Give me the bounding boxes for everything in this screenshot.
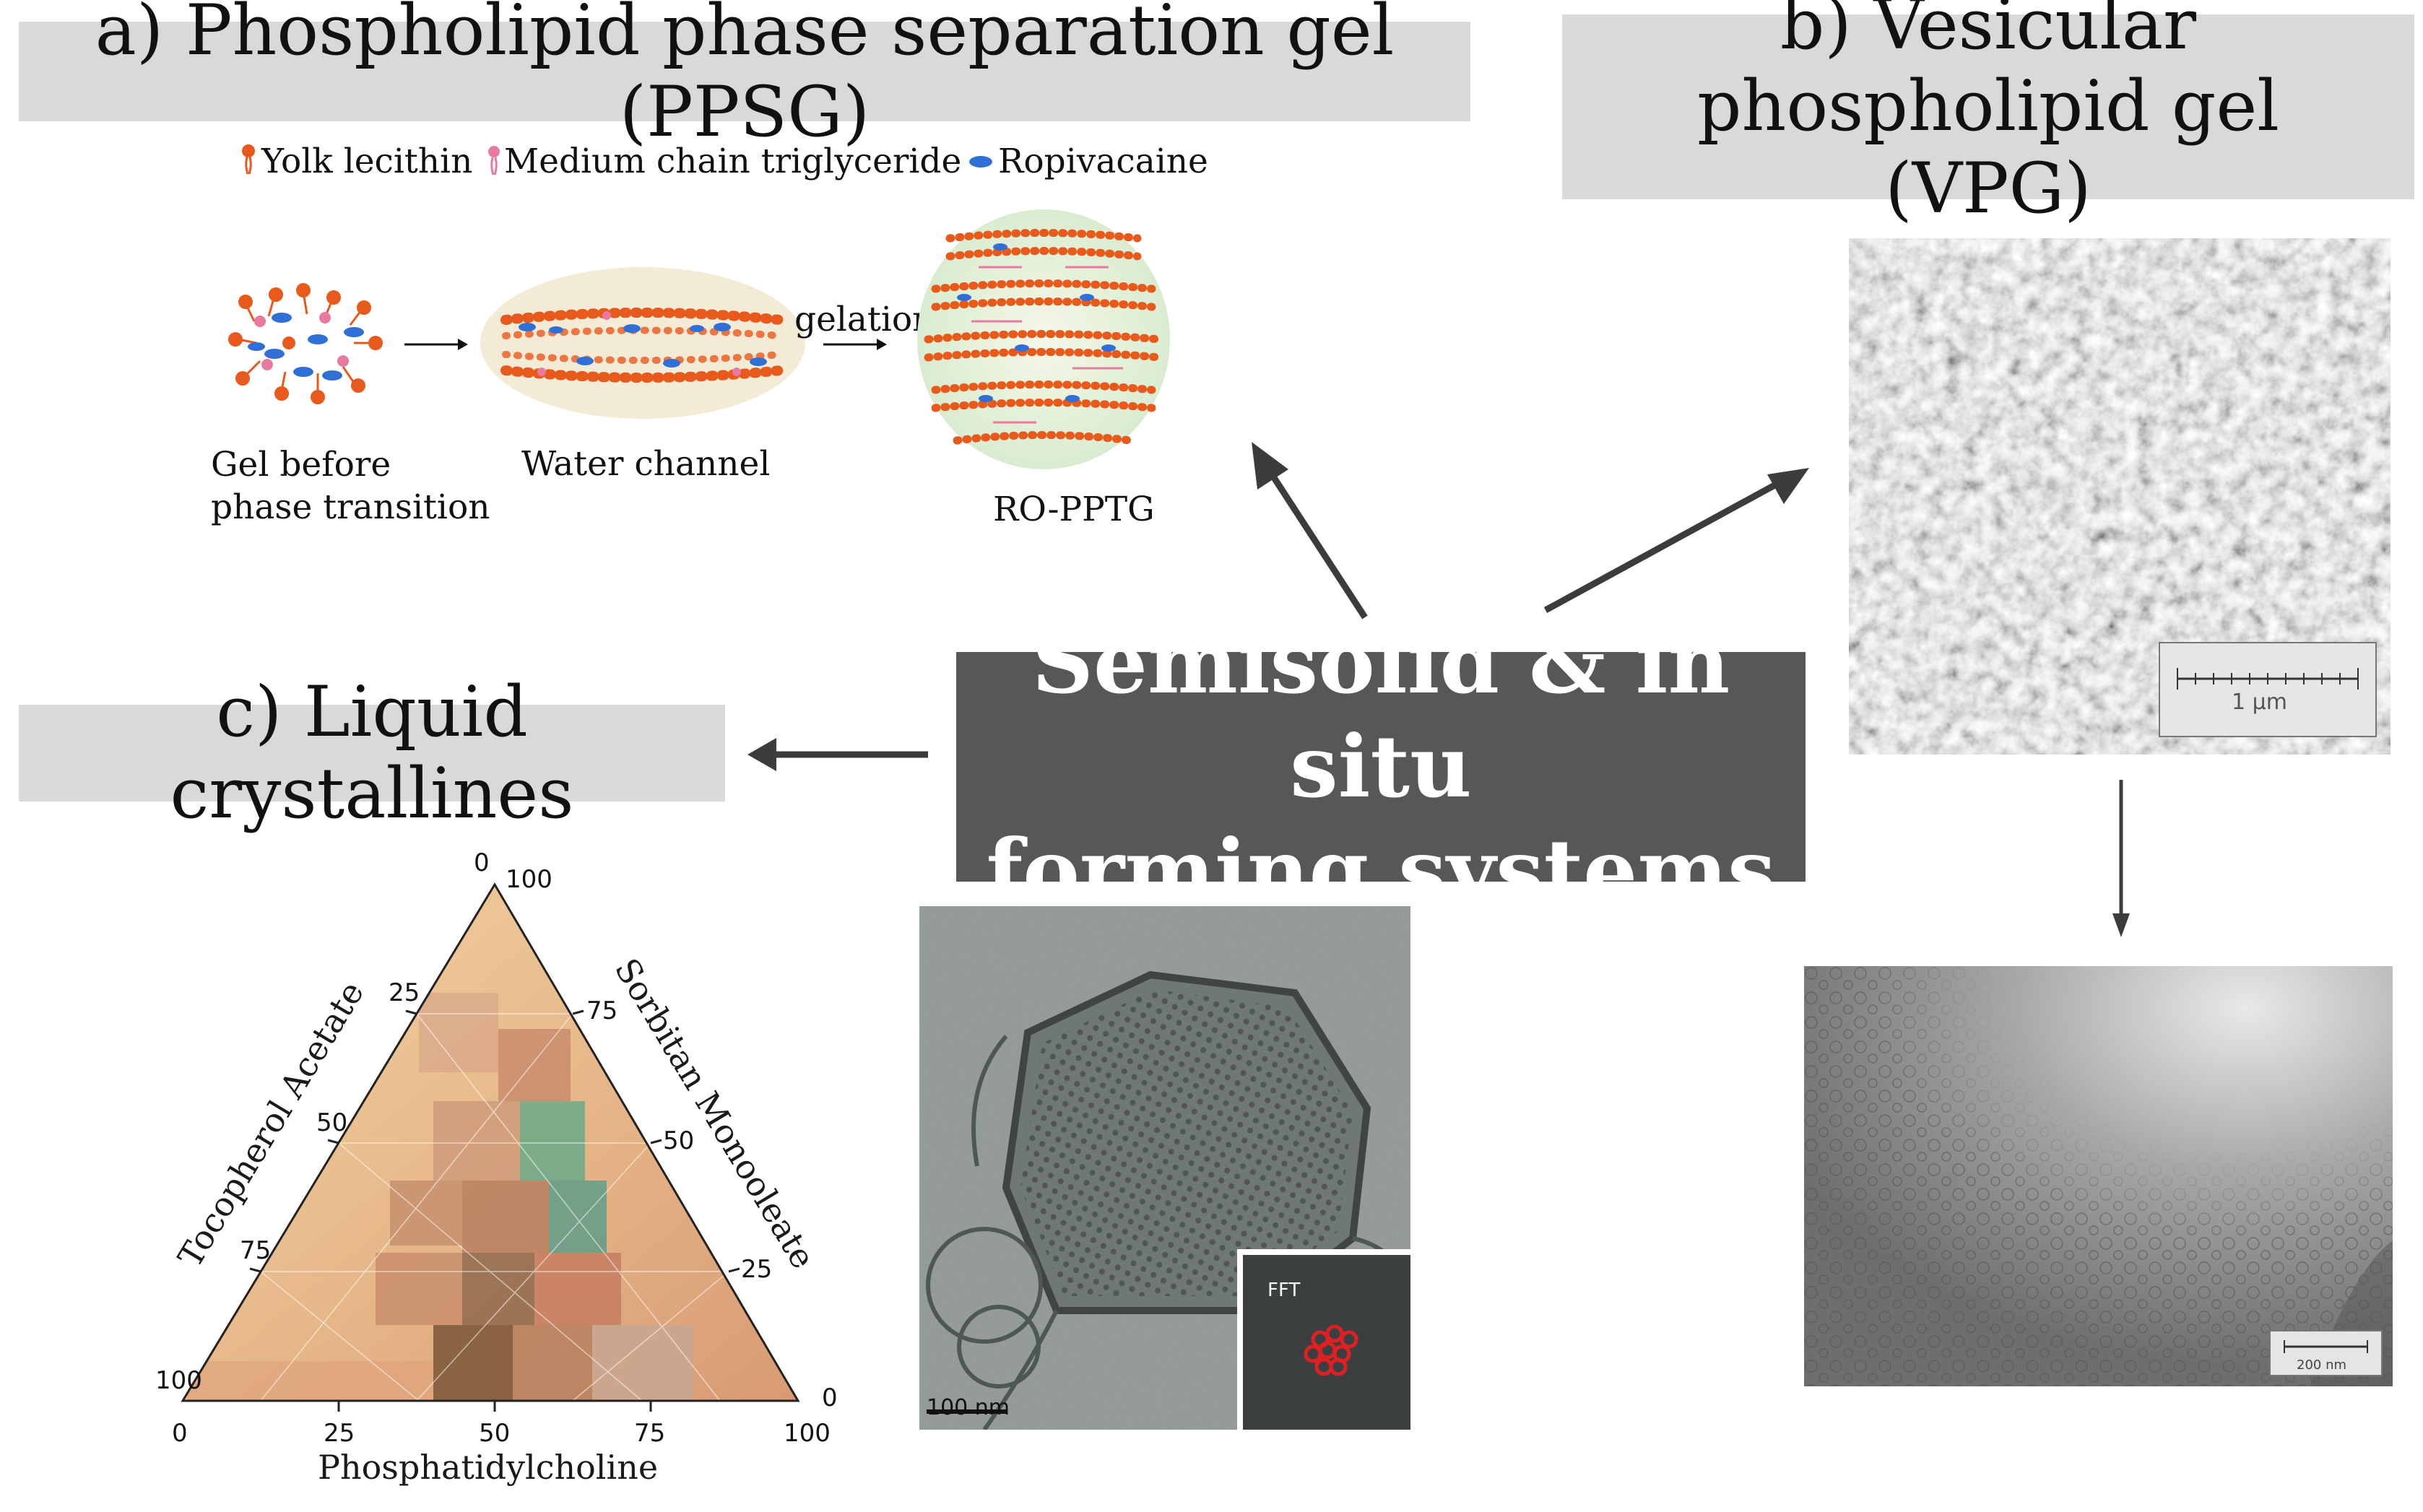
- vpg-scalebar-label-200nm: 200 nm: [2297, 1357, 2347, 1373]
- ro-pptg-sphere: [917, 209, 1170, 469]
- label-gelation: gelation: [794, 300, 935, 339]
- center-title-box: Semisolid & in situ forming systems: [956, 612, 1806, 921]
- panel-a-title-text: a) Phospholipid phase separation gel (PP…: [95, 0, 1395, 152]
- arrow-gelation: [823, 339, 887, 350]
- tick-bottom-0: 0: [172, 1419, 188, 1448]
- gel-before-cluster: [228, 283, 383, 404]
- water-channel-bilayer: [480, 267, 805, 419]
- label-ro-pptg: RO-PPTG: [993, 490, 1155, 529]
- panel-c-title-text: c) Liquid crystallines: [170, 671, 574, 834]
- vpg-freeze-fracture-micrograph: [1849, 238, 2391, 755]
- cryo-scalebar-label: 100 nm: [927, 1395, 1010, 1420]
- tick-left-0: 0: [474, 848, 490, 877]
- tick-left-50: 50: [316, 1108, 348, 1137]
- tick-left-100: 100: [155, 1366, 202, 1395]
- label-gel-before: Gel before phase transition: [211, 445, 490, 527]
- legend-ropivacaine: Ropivacaine: [998, 142, 1208, 181]
- label-water-channel: Water channel: [521, 444, 771, 484]
- center-title-line1: Semisolid & in situ: [1031, 612, 1730, 817]
- tick-right-50: 50: [663, 1126, 695, 1155]
- legend-mct: Medium chain triglyceride: [504, 142, 962, 181]
- vpg-cryo-tem-micrograph: [1804, 966, 2393, 1386]
- fft-label: FFT: [1267, 1279, 1301, 1301]
- axis-label-phosphatidylcholine: Phosphatidylcholine: [318, 1448, 659, 1487]
- drug-blue-ellipse-icon: [969, 156, 992, 168]
- arrow-to-water-channel: [404, 339, 468, 350]
- tick-right-100: 100: [506, 865, 552, 894]
- panel-b-title: b) Vesicular phospholipid gel (VPG): [1562, 0, 2414, 229]
- center-title-line2: forming systems: [986, 820, 1776, 921]
- panel-c-title: c) Liquid crystallines: [19, 672, 725, 834]
- tick-left-25: 25: [389, 978, 420, 1007]
- tick-right-0: 0: [822, 1383, 838, 1412]
- lipid-orange-icon: [242, 144, 255, 175]
- tick-left-75: 75: [240, 1236, 272, 1265]
- panel-b-title-text: b) Vesicular phospholipid gel (VPG): [1697, 0, 2279, 229]
- legend-yolk-lecithin: Yolk lecithin: [261, 142, 473, 181]
- tick-bottom-100: 100: [784, 1419, 831, 1448]
- cubosome-cryo-tem-micrograph: [919, 906, 1410, 1430]
- vpg-scalebar-label-1um: 1 μm: [2232, 690, 2287, 715]
- tick-bottom-50: 50: [479, 1419, 511, 1448]
- lipid-pink-icon: [488, 146, 500, 175]
- tick-bottom-75: 75: [634, 1419, 666, 1448]
- tick-right-75: 75: [586, 996, 618, 1025]
- panel-a-title: a) Phospholipid phase separation gel (PP…: [19, 0, 1470, 152]
- ternary-phase-diagram: [181, 882, 800, 1412]
- tick-bottom-25: 25: [324, 1419, 355, 1448]
- tick-right-25: 25: [741, 1255, 773, 1284]
